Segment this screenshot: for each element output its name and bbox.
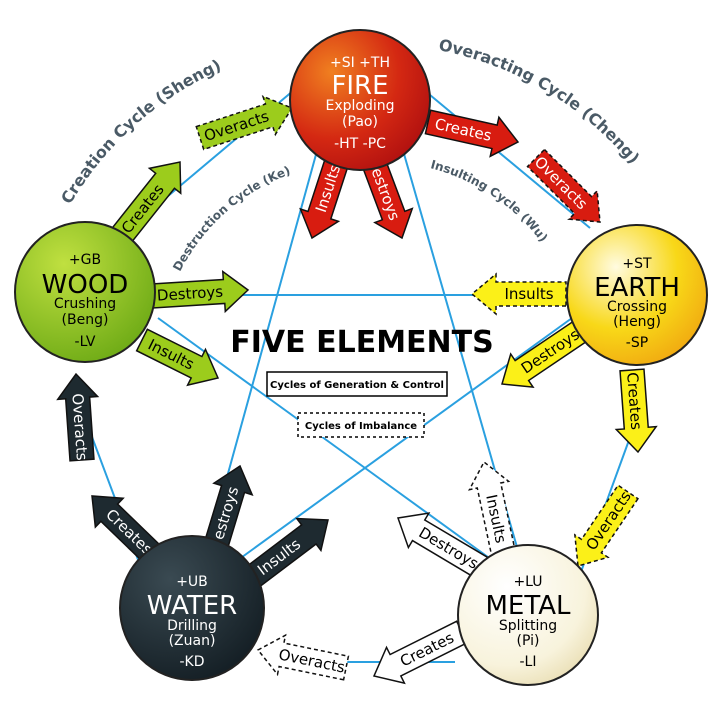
fire-node: +SI +TH FIRE Exploding (Pao) -HT -PC (289, 29, 431, 171)
wood-destroys-arrow-label: Destroys (156, 283, 223, 305)
earth-insults-arrow-label: Insults (504, 285, 553, 303)
water-overacts-arrow-label: Overacts (68, 393, 91, 461)
earth-creates-arrow: Creates (614, 368, 658, 454)
metal-node: +LU METAL Splitting (Pi) -LI (457, 544, 599, 686)
fire-pinyin: (Pao) (342, 114, 378, 130)
legend-dashed-label: Cycles of Imbalance (305, 421, 417, 432)
earth-node: +ST EARTH Crossing (Heng) -SP (566, 224, 708, 366)
water-action: Drilling (167, 618, 217, 634)
fire-name: FIRE (331, 71, 388, 101)
earth-bottom-meridian: -SP (626, 335, 648, 351)
fire-top-meridians: +SI +TH (330, 55, 390, 71)
metal-overacts-arrow: Overacts (256, 633, 350, 681)
wood-destroys-arrow: Destroys (150, 269, 250, 314)
fire-bottom-meridians: -HT -PC (334, 136, 386, 152)
metal-pinyin: (Pi) (517, 633, 540, 649)
wood-node: +GB WOOD Crushing (Beng) -LV (14, 221, 156, 363)
metal-bottom-meridian: -LI (520, 654, 537, 670)
metal-name: METAL (486, 591, 572, 621)
wood-bottom-meridian: -LV (75, 334, 96, 350)
earth-creates-arrow-label: Creates (623, 372, 645, 431)
metal-top-meridian: +LU (513, 574, 542, 590)
diagram-title: FIVE ELEMENTS (230, 325, 493, 360)
water-overacts-arrow: Overacts (56, 372, 100, 462)
earth-insults-arrow: Insults (470, 272, 567, 316)
cheng-cycle-label: Overacting Cycle (Cheng) (437, 35, 643, 167)
legend-solid: Cycles of Generation & Control (266, 371, 448, 397)
legend-dashed: Cycles of Imbalance (297, 412, 425, 438)
water-bottom-meridian: -KD (179, 654, 204, 670)
water-node: +UB WATER Drilling (Zuan) -KD (119, 535, 265, 681)
wood-action: Crushing (54, 296, 116, 312)
fire-creates-arrow: Creates (424, 109, 520, 158)
water-pinyin: (Zuan) (169, 633, 216, 649)
earth-pinyin: (Heng) (613, 314, 661, 330)
legend-solid-label: Cycles of Generation & Control (270, 380, 444, 391)
earth-action: Crossing (607, 299, 667, 315)
wood-name: WOOD (42, 270, 129, 300)
earth-name: EARTH (594, 273, 680, 303)
fire-action: Exploding (325, 98, 394, 114)
water-name: WATER (147, 591, 237, 621)
metal-creates-arrow: Creates (372, 620, 469, 685)
metal-action: Splitting (499, 618, 557, 634)
water-top-meridian: +UB (176, 574, 208, 590)
wood-pinyin: (Beng) (62, 312, 109, 328)
earth-top-meridian: +ST (622, 256, 652, 272)
wood-top-meridian: +GB (69, 252, 101, 268)
metal-insults-arrow: Insults (468, 460, 517, 560)
